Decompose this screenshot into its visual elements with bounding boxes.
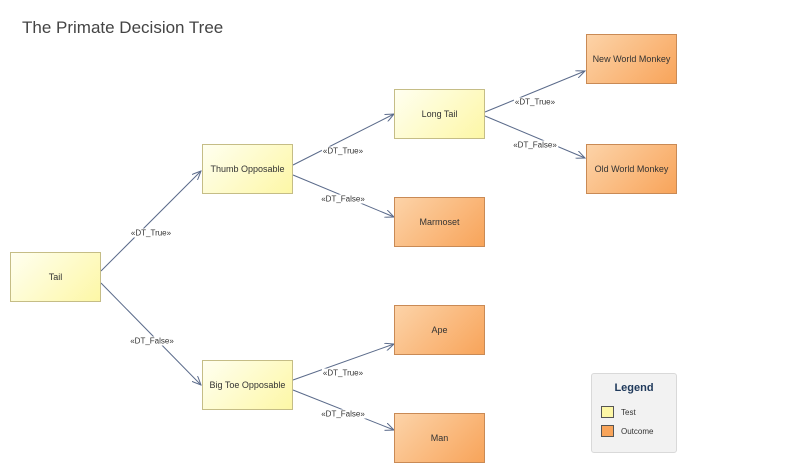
legend-item-test: Test — [601, 406, 636, 418]
edge-label-thumb-longtail: «DT_True» — [321, 146, 365, 156]
node-big-toe-opposable[interactable]: Big Toe Opposable — [202, 360, 293, 410]
diagram-title: The Primate Decision Tree — [22, 18, 224, 37]
legend-label-test: Test — [621, 407, 636, 417]
legend-item-outcome: Outcome — [601, 425, 653, 437]
node-thumb-opposable[interactable]: Thumb Opposable — [202, 144, 293, 194]
legend: Legend Test Outcome — [591, 373, 677, 453]
edge-label-longtail-owm: «DT_False» — [512, 140, 558, 150]
legend-title: Legend — [614, 382, 654, 394]
node-tail[interactable]: Tail — [10, 252, 101, 302]
legend-swatch-test — [601, 406, 614, 418]
edge-thumb-longtail[interactable] — [292, 114, 394, 166]
edge-tail-thumb[interactable] — [100, 171, 201, 272]
node-ape[interactable]: Ape — [394, 305, 485, 355]
edge-longtail-nwm[interactable] — [484, 71, 585, 113]
node-marmoset[interactable]: Marmoset — [394, 197, 485, 247]
edge-label-tail-bigtoe: «DT_False» — [129, 336, 175, 346]
edge-bigtoe-ape[interactable] — [292, 344, 394, 381]
node-long-tail[interactable]: Long Tail — [394, 89, 485, 139]
edge-label-longtail-nwm: «DT_True» — [513, 97, 557, 107]
edge-label-bigtoe-man: «DT_False» — [320, 409, 366, 419]
edge-label-tail-thumb: «DT_True» — [129, 228, 173, 238]
edge-longtail-owm[interactable] — [484, 115, 585, 158]
edge-label-thumb-marmoset: «DT_False» — [320, 194, 366, 204]
node-old-world-monkey[interactable]: Old World Monkey — [586, 144, 677, 194]
node-man[interactable]: Man — [394, 413, 485, 463]
node-new-world-monkey[interactable]: New World Monkey — [586, 34, 677, 84]
edge-tail-bigtoe[interactable] — [100, 282, 201, 385]
edge-label-bigtoe-ape: «DT_True» — [321, 368, 365, 378]
legend-label-outcome: Outcome — [621, 426, 654, 436]
legend-swatch-outcome — [601, 425, 614, 437]
